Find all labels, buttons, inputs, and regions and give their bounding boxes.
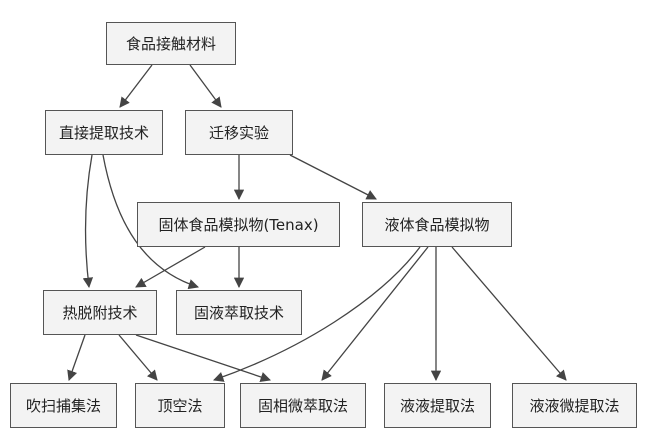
edge-liquid_sim-to-llme — [451, 246, 567, 381]
node-llme: 液液微提取法 — [512, 383, 637, 428]
node-label: 食品接触材料 — [125, 35, 216, 53]
edge-thermal_desorb-to-spme — [135, 334, 271, 382]
node-lle: 液液提取法 — [384, 383, 491, 428]
node-direct-extract: 直接提取技术 — [45, 110, 163, 155]
edge-direct_extract-to-sle — [102, 154, 199, 290]
node-label: 直接提取技术 — [58, 124, 149, 142]
node-label: 顶空法 — [157, 397, 203, 415]
node-label: 固体食品模拟物(Tenax) — [158, 216, 319, 234]
edge-food_contact-to-migration — [189, 64, 222, 108]
node-spme: 固相微萃取法 — [240, 383, 366, 428]
node-label: 迁移实验 — [208, 124, 269, 142]
edge-liquid_sim-to-spme — [321, 246, 429, 381]
edge-solid_sim-to-thermal_desorb — [135, 246, 206, 288]
node-label: 固相微萃取法 — [257, 397, 348, 415]
node-label: 液液微提取法 — [529, 397, 620, 415]
node-label: 固液萃取技术 — [193, 304, 284, 322]
node-migration: 迁移实验 — [185, 110, 293, 155]
node-label: 吹扫捕集法 — [25, 397, 101, 415]
node-label: 液体食品模拟物 — [384, 216, 490, 234]
edge-liquid_sim-to-headspace — [213, 246, 421, 382]
node-solid-simulant: 固体食品模拟物(Tenax) — [137, 202, 340, 247]
edge-food_contact-to-direct_extract — [119, 64, 153, 108]
edge-migration-to-liquid_sim — [289, 154, 377, 200]
node-solid-liquid-extraction: 固液萃取技术 — [176, 290, 302, 335]
edge-direct_extract-to-thermal_desorb — [82, 154, 94, 289]
edge-thermal_desorb-to-headspace — [118, 334, 158, 381]
node-food-contact: 食品接触材料 — [106, 22, 236, 65]
edge-thermal_desorb-to-purge_trap — [67, 334, 86, 381]
node-label: 液液提取法 — [399, 397, 475, 415]
node-headspace: 顶空法 — [135, 383, 225, 428]
node-label: 热脱附技术 — [62, 304, 138, 322]
node-purge-trap: 吹扫捕集法 — [10, 383, 117, 428]
node-thermal-desorption: 热脱附技术 — [43, 290, 157, 335]
node-liquid-simulant: 液体食品模拟物 — [362, 202, 512, 247]
